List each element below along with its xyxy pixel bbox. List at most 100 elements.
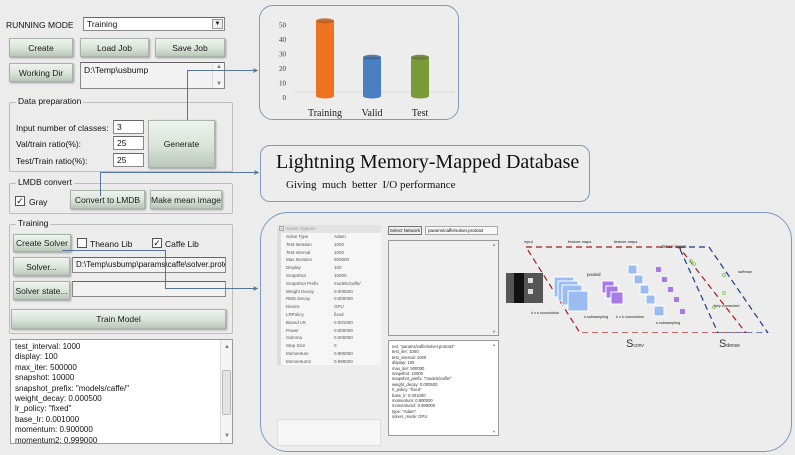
solver-option-row[interactable]: Momentum2 0.999000: [286, 358, 381, 366]
option-value[interactable]: 0.000500: [334, 288, 353, 294]
option-key: Momentum2: [286, 358, 312, 364]
solver-state-button[interactable]: Solver state...: [13, 281, 70, 300]
option-value[interactable]: 0.001000: [334, 319, 353, 325]
solver-path-field[interactable]: D:\Temp\usbump\params\caffe\solver.proto: [72, 257, 226, 273]
scroll-up-icon[interactable]: ▲: [492, 242, 496, 247]
working-dir-button[interactable]: Working Dir: [9, 63, 73, 82]
option-value[interactable]: fixed: [334, 311, 344, 317]
option-key: Weight Decay: [286, 288, 314, 294]
label-subsampling-2: s subsampling: [656, 321, 680, 325]
scroll-up-icon[interactable]: ▲: [224, 344, 230, 350]
dense-node: [722, 291, 726, 295]
option-value[interactable]: 0: [334, 343, 337, 349]
lmdb-banner-title: Lightning Memory-Mapped Database: [276, 151, 580, 173]
make-mean-image-button[interactable]: Make mean image: [150, 190, 222, 209]
option-value[interactable]: 1000: [334, 241, 345, 247]
option-value[interactable]: 0.000000: [334, 296, 353, 302]
bar-test: [411, 54, 429, 99]
scroll-down-icon[interactable]: ▼: [224, 432, 230, 439]
network-text-area[interactable]: ▲ ▼: [388, 240, 499, 336]
option-value[interactable]: Adam: [334, 234, 346, 239]
chevron-down-icon[interactable]: ▼: [212, 19, 223, 29]
option-value[interactable]: 100: [334, 265, 342, 271]
option-value[interactable]: 500000: [334, 257, 350, 263]
gray-checkbox[interactable]: ✓: [15, 196, 25, 206]
input-image-spot: [528, 278, 533, 283]
scroll-down-icon[interactable]: ▼: [492, 429, 496, 434]
label-kxk-conv-1: k x k convolution: [531, 311, 559, 315]
generate-button[interactable]: Generate: [148, 120, 215, 168]
scroll-thumb[interactable]: [222, 370, 231, 415]
option-value[interactable]: 10000: [334, 272, 347, 278]
training-title: Training: [16, 218, 51, 228]
feature-map-c2: [627, 264, 638, 275]
label-softmax: softmax: [738, 269, 752, 274]
classes-input[interactable]: 3: [113, 120, 144, 134]
load-job-button[interactable]: Load Job: [80, 38, 149, 57]
scroll-up-icon[interactable]: ▲: [216, 64, 222, 70]
scroll-down-icon[interactable]: ▼: [492, 329, 496, 334]
select-network-button[interactable]: Select Network: [388, 226, 422, 235]
collapse-icon[interactable]: −: [279, 226, 284, 231]
save-job-button[interactable]: Save Job: [155, 38, 225, 57]
theano-lib-checkbox[interactable]: [77, 238, 87, 248]
log-scrollbar[interactable]: ▲ ▼: [220, 340, 232, 443]
scroll-down-icon[interactable]: ▼: [216, 81, 222, 87]
option-value[interactable]: GPU: [334, 304, 344, 310]
arrow-right-icon: ➤: [252, 66, 259, 75]
input-image-spot: [528, 289, 533, 294]
option-value[interactable]: 0.900000: [334, 350, 353, 356]
log-line: snapshot: 10000: [15, 373, 75, 383]
solver-option-row[interactable]: Weight Decay 0.000500: [286, 288, 381, 296]
bar-bottom: [363, 93, 381, 99]
create-button[interactable]: Create: [9, 38, 73, 57]
prototxt-line: display: 100: [392, 360, 415, 366]
lmdb-banner: Lightning Memory-Mapped Database Giving …: [260, 145, 590, 202]
bar-valid: [363, 54, 381, 99]
option-key: RMS Decay: [286, 296, 311, 302]
create-solver-button[interactable]: Create Solver: [13, 234, 71, 252]
bar-top: [411, 54, 429, 60]
dense-node: [689, 259, 693, 263]
y-tick-label: 0: [283, 94, 287, 102]
val-ratio-input[interactable]: 25: [113, 136, 144, 150]
prototxt-text-area[interactable]: net: "params/caffe/solver.prototxt"test_…: [388, 340, 499, 436]
label-kxk-conv-2: k x k convolution: [616, 315, 644, 319]
option-value[interactable]: 0.999000: [334, 358, 353, 364]
working-dir-scrollbar[interactable]: ▲ ▼: [212, 63, 224, 88]
option-value[interactable]: models/caffe/: [334, 280, 361, 286]
option-key: Momentum: [286, 350, 309, 356]
training-group: Training: [9, 218, 233, 334]
running-mode-select[interactable]: Training ▼: [83, 17, 225, 31]
network-path-field[interactable]: params/caffe/solver.prototxt: [425, 226, 498, 235]
test-ratio-input[interactable]: 25: [113, 153, 144, 167]
scroll-up-icon[interactable]: ▲: [492, 342, 496, 347]
caffe-lib-checkbox[interactable]: ✓: [152, 238, 162, 248]
option-value[interactable]: 1000: [334, 249, 345, 255]
option-value[interactable]: 0.000000: [334, 335, 353, 341]
pooled-map-2: [662, 277, 667, 282]
solver-button[interactable]: Solver...: [13, 257, 70, 276]
convert-to-lmdb-button[interactable]: Convert to LMDB: [70, 190, 145, 209]
working-dir-field[interactable]: D:\Temp\usbump ▲ ▼: [80, 62, 225, 89]
solver-option-row[interactable]: Momentum 0.900000: [286, 350, 381, 358]
solver-option-row[interactable]: RMS Decay 0.000000: [286, 295, 381, 303]
train-model-button[interactable]: Train Model: [11, 309, 226, 329]
option-value[interactable]: 0.000000: [334, 327, 353, 333]
